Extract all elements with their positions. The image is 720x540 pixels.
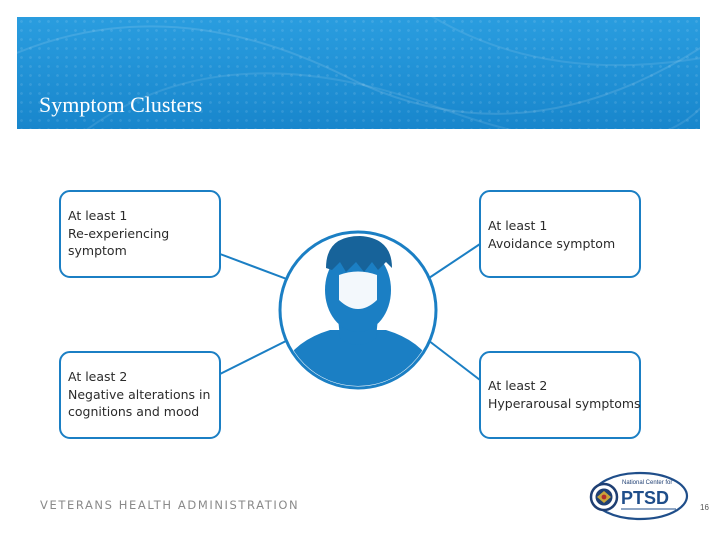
box2-line2: Avoidance symptom <box>488 235 616 251</box>
cluster-box-negative-alterations <box>59 351 221 439</box>
va-seal-icon <box>589 482 619 512</box>
banner-pattern <box>17 17 700 129</box>
box-text-reexperiencing: At least 1 Re-experiencing symptom <box>68 207 169 260</box>
logo-top-text: National Center for <box>622 480 672 486</box>
slide-title: Symptom Clusters <box>39 92 203 117</box>
box3-line3: cognitions and mood <box>68 404 200 419</box>
box-text-negative-alterations: At least 2 Negative alterations in cogni… <box>68 368 210 421</box>
person-icon <box>278 230 438 390</box>
box1-line2: Re-experiencing <box>68 225 170 241</box>
footer-organization: VETERANS HEALTH ADMINISTRATION <box>40 498 300 512</box>
box1-line3: symptom <box>68 243 127 258</box>
box-text-avoidance: At least 1 Avoidance symptom <box>488 217 615 252</box>
ptsd-logo: National Center for PTSD <box>589 471 689 521</box>
box2-line1: At least 1 <box>488 218 548 233</box>
logo-main-text: PTSD <box>621 488 669 508</box>
page-number: 16 <box>700 503 709 512</box>
box3-line1: At least 2 <box>68 369 128 384</box>
box4-line1: At least 2 <box>488 378 548 393</box>
cluster-box-hyperarousal <box>479 351 641 439</box>
cluster-box-reexperiencing <box>59 190 221 278</box>
box3-line2: Negative alterations in <box>68 386 211 402</box>
box4-line2: Hyperarousal symptoms <box>488 395 641 411</box>
box-text-hyperarousal: At least 2 Hyperarousal symptoms <box>488 377 641 412</box>
cluster-box-avoidance <box>479 190 641 278</box>
box1-line1: At least 1 <box>68 208 128 223</box>
title-banner: Symptom Clusters <box>17 17 700 129</box>
